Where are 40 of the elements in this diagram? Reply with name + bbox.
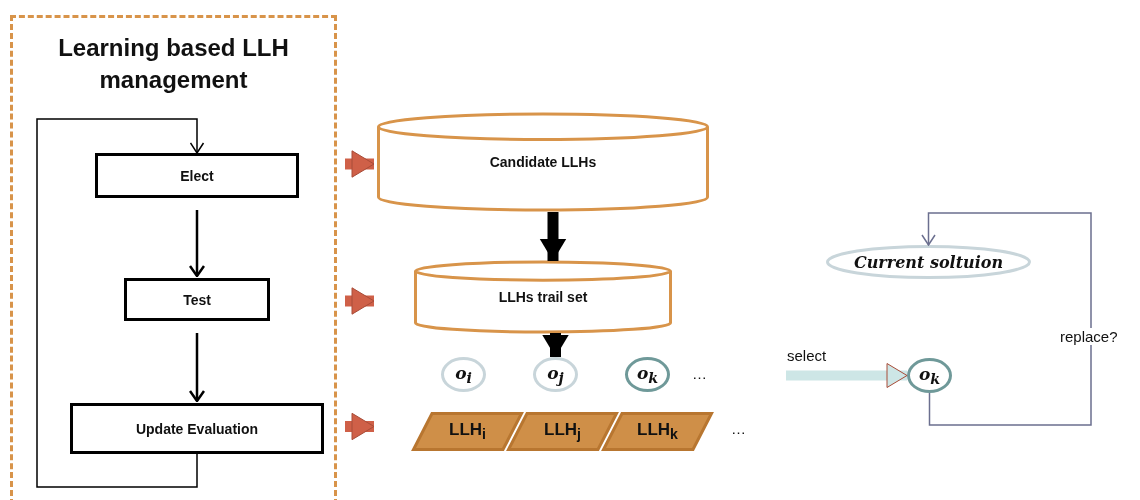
arrow (188, 210, 206, 278)
circle-node (907, 358, 952, 393)
ellipsis-label: … (731, 420, 746, 437)
node-label: Current soltuion (853, 252, 1004, 272)
node-label: o$_{k}$ (636, 362, 659, 387)
process-box (95, 153, 299, 198)
edge-label: select (786, 347, 828, 364)
arrow (921, 212, 1092, 426)
parallelogram-box (602, 412, 713, 451)
process-box (124, 278, 270, 321)
node-label: Test (183, 291, 211, 308)
node-label: LLHs trail set (498, 289, 588, 305)
block-arrow (542, 333, 569, 357)
ellipse-node (826, 245, 1031, 279)
dashed-panel (10, 15, 337, 500)
circle-node (441, 357, 486, 392)
select-arrow (786, 363, 908, 388)
node-label: Elect (180, 167, 214, 184)
block-arrow (345, 150, 375, 178)
node-label: o$_{j}$ (547, 362, 564, 387)
arrow (36, 118, 205, 488)
block-arrow (345, 287, 375, 315)
edge-label: replace? (1059, 328, 1119, 345)
circle-node (625, 357, 670, 392)
database-cylinder (377, 113, 709, 211)
node-label: o$_{i}$ (455, 362, 472, 387)
ellipsis-label: … (692, 365, 707, 382)
panel-title: Learning based LLH management (57, 33, 290, 95)
process-box (70, 403, 324, 454)
block-arrow (345, 412, 375, 441)
node-label: Candidate LLHs (489, 154, 597, 170)
block-arrow (539, 212, 567, 261)
node-label: o$_{k}$ (918, 363, 941, 388)
arrow (188, 333, 206, 403)
node-label: Update Evaluation (135, 420, 259, 437)
parallelogram-box (412, 412, 523, 451)
node-label: LLH$_{k}$ (637, 420, 678, 443)
node-label: LLH$_{i}$ (449, 420, 486, 443)
circle-node (533, 357, 578, 392)
database-cylinder (414, 261, 672, 333)
